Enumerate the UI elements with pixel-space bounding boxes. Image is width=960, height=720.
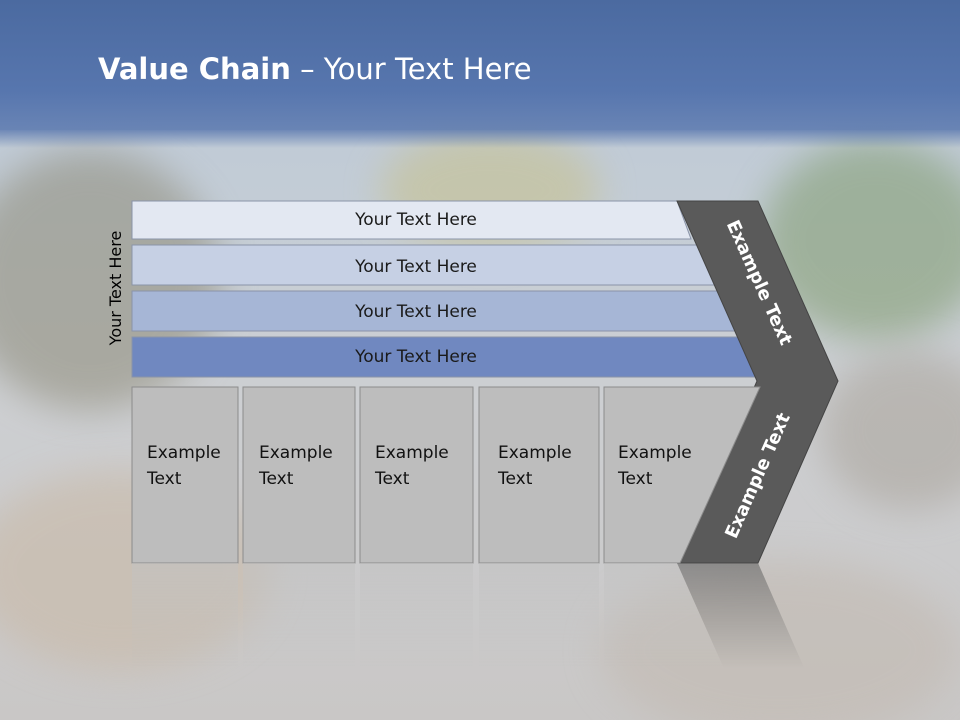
reflection-cell-1 (132, 563, 238, 720)
cell-text-1-line2: Text (146, 469, 182, 489)
cell-text-3-line2: Text (374, 469, 410, 489)
bar-label-1: Your Text Here (354, 210, 477, 230)
bar-label-3: Your Text Here (354, 302, 477, 322)
cell-box-3 (359, 386, 474, 564)
bar-shape-1 (131, 200, 692, 240)
background-photo-blob (820, 350, 960, 510)
reflection-cell-3 (360, 563, 473, 720)
bar-label-4: Your Text Here (354, 347, 477, 367)
reflection-cell-5 (604, 563, 752, 720)
cell-text-4-line2: Text (497, 469, 533, 489)
slide-title: Value Chain – Your Text Here (98, 52, 532, 86)
title-bold: Value Chain (98, 52, 291, 86)
cell-text-1-line1: Example (147, 443, 221, 463)
reflection-cell-4 (479, 563, 599, 720)
cell-box-4 (478, 386, 600, 564)
cell-box-1 (131, 386, 239, 564)
title-band (0, 0, 960, 148)
cell-text-5-line1: Example (618, 443, 692, 463)
title-rest: – Your Text Here (290, 52, 532, 86)
reflection-arrow (677, 563, 828, 720)
cell-text-4-line1: Example (498, 443, 572, 463)
reflection (132, 563, 828, 720)
cell-text-3-line1: Example (375, 443, 449, 463)
bars-group: Your Text Here Your Text Here Your Text … (131, 200, 765, 378)
cell-text-2-line1: Example (259, 443, 333, 463)
bar-label-2: Your Text Here (354, 257, 477, 277)
cell-box-2 (242, 386, 356, 564)
side-label: Your Text Here (106, 231, 125, 347)
cell-text-2-line2: Text (258, 469, 294, 489)
reflection-cell-2 (243, 563, 355, 720)
cell-text-5-line2: Text (617, 469, 653, 489)
